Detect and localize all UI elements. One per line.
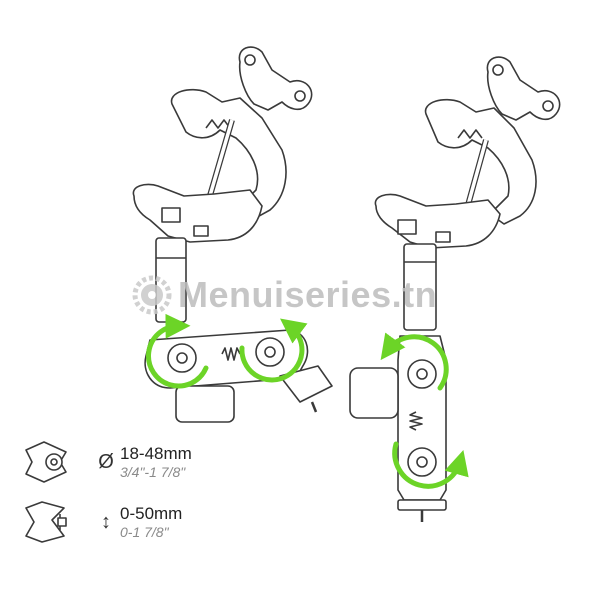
spec-row-opening: ↕ 0-50mm 0-1 7/8"	[20, 496, 182, 548]
spec-row-diameter: Ø 18-48mm 3/4"-1 7/8"	[20, 436, 192, 488]
left-rotation-arrow-1	[146, 313, 209, 389]
left-rotation-arrows	[146, 313, 308, 389]
left-mount-plate	[279, 365, 333, 403]
left-bottom-knob	[175, 385, 235, 423]
right-rotation-arrow-2	[392, 441, 469, 489]
gear-icon	[132, 275, 172, 315]
right-wing-knob	[486, 56, 561, 121]
right-side-knob	[349, 367, 399, 419]
diameter-symbol: Ø	[98, 450, 114, 473]
left-clamp-assembly	[132, 46, 333, 423]
left-rotation-arrow-2	[239, 318, 308, 383]
watermark-text: Menuiseries.tn	[178, 274, 438, 315]
diameter-metric: 18-48mm	[120, 444, 192, 464]
left-wing-knob	[238, 46, 313, 111]
left-upper-jaw	[170, 88, 287, 221]
clamp-open-icon	[25, 501, 67, 543]
left-lower-jaw	[132, 183, 263, 243]
right-rotation-arrows	[380, 332, 469, 489]
right-bottom-mount	[397, 499, 447, 511]
diameter-imperial: 3/4"-1 7/8"	[120, 463, 186, 480]
watermark: Menuiseries.tn	[132, 274, 437, 316]
opening-metric: 0-50mm	[120, 504, 183, 524]
opening-imperial: 0-1 7/8"	[120, 523, 169, 540]
right-clamp-assembly	[349, 56, 561, 522]
right-upper-jaw	[424, 98, 537, 225]
right-post	[403, 243, 437, 331]
right-rotation-arrow-1	[380, 332, 449, 391]
opening-symbol: ↕	[101, 510, 111, 533]
clamp-closed-icon	[25, 441, 67, 483]
